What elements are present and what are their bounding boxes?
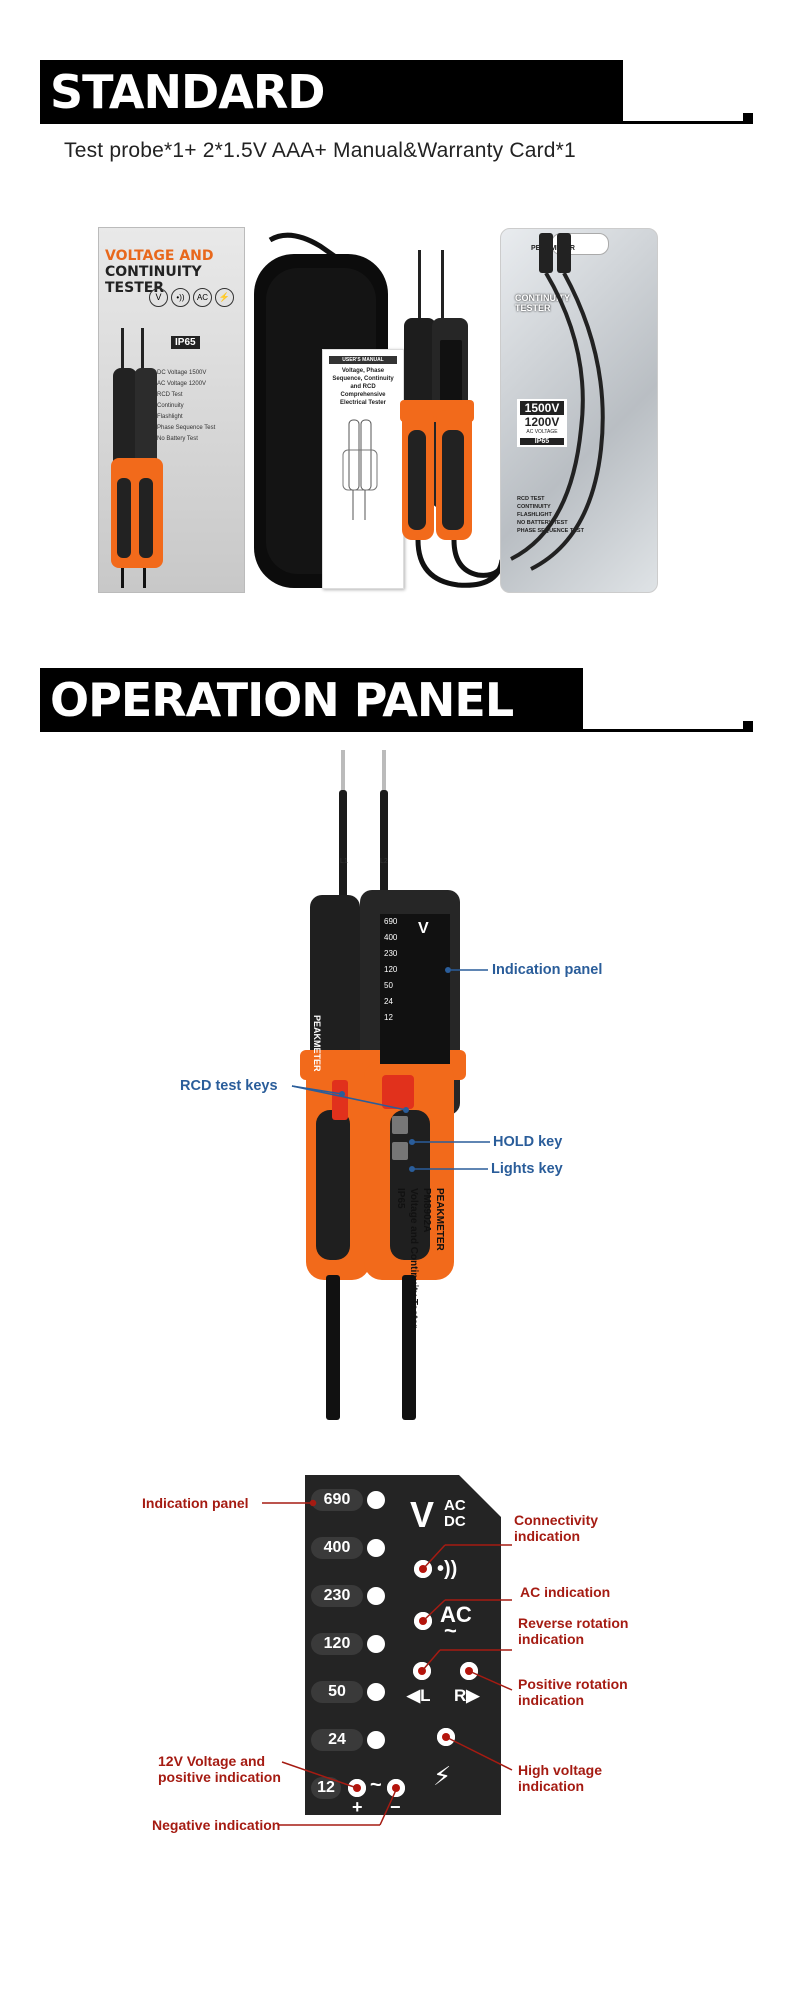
box-feature: DC Voltage 1500V <box>157 370 207 376</box>
blister-ac-label: AC VOLTAGE <box>526 429 558 435</box>
level-label: 690 <box>384 917 398 926</box>
plus-symbol: + <box>352 1797 363 1817</box>
box-title-line1: VOLTAGE AND <box>105 248 214 264</box>
test-probe-cables <box>510 233 605 571</box>
banner-rule <box>583 121 753 124</box>
continuity-icon: •)) <box>437 1558 458 1580</box>
level-pill-690: 690 <box>311 1489 363 1511</box>
blister-feature: PHASE SEQUENCE TEST <box>517 528 584 534</box>
box-feature: AC Voltage 1200V <box>157 381 207 387</box>
lightning-icon: ⚡ <box>215 288 234 307</box>
section-banner-standard-configuration: STANDARD CONFIGURATION <box>40 60 623 183</box>
tester-display-panel: 690 400 230 120 50 24 12 V <box>380 914 450 1064</box>
level-label: 50 <box>384 981 393 990</box>
level-led-400 <box>367 1539 385 1557</box>
level-pill-24: 24 <box>311 1729 363 1751</box>
callout-indication-panel: Indication panel <box>492 962 603 978</box>
probe-label-l1: L1 <box>340 858 348 865</box>
tilde-symbol: ~ <box>370 1774 382 1796</box>
level-label: 24 <box>384 997 393 1006</box>
minus-symbol: − <box>390 1797 401 1817</box>
lightning-icon: ⚡ <box>433 1762 452 1792</box>
level-label: 12 <box>384 1013 393 1022</box>
ac-tilde: ~ <box>444 1618 457 1643</box>
user-manual: USER'S MANUAL Voltage, Phase Sequence, C… <box>322 349 404 589</box>
ac-icon: AC <box>193 288 212 307</box>
box-feature: Flashlight <box>157 414 183 420</box>
panel-ac-top: AC <box>444 1497 466 1514</box>
label-negative: Negative indication <box>152 1817 281 1833</box>
callout-hold-key: HOLD key <box>493 1134 563 1150</box>
box-tester-image <box>111 328 163 588</box>
ac-wave-icon: AC <box>440 1602 472 1627</box>
level-label: 120 <box>384 965 398 974</box>
probe-label-l2: L2 <box>380 858 388 865</box>
blister-feature: FLASHLIGHT <box>517 512 552 518</box>
panel-v-symbol: V <box>410 1494 435 1535</box>
level-pill-120: 120 <box>311 1633 363 1655</box>
manual-title: Voltage, Phase Sequence, Continuity and … <box>332 368 394 406</box>
label-high-voltage: High voltage indication <box>518 1762 603 1794</box>
box-feature: Phase Sequence Test <box>157 425 216 431</box>
callout-rcd-test-keys: RCD test keys <box>180 1078 278 1094</box>
blister-feature: NO BATTERY TEST <box>517 520 568 526</box>
banner-rule <box>583 729 753 732</box>
box-feature: No Battery Test <box>157 436 198 442</box>
blister-pack: PEAKMETER CONTINUITY TESTER 1500V 1200V … <box>500 228 658 593</box>
box-icon-row: V •)) AC ⚡ <box>149 288 239 368</box>
label-connectivity: Connectivity indication <box>514 1512 599 1544</box>
section-banner-operation-panel: OPERATION PANEL <box>40 668 583 732</box>
continuity-icon: •)) <box>171 288 190 307</box>
section-title: OPERATION PANEL <box>50 673 514 727</box>
manual-header: USER'S MANUAL <box>329 356 397 364</box>
box-feature: Continuity <box>157 403 184 409</box>
manual-diagram <box>342 419 378 520</box>
panel-dc-bottom: DC <box>444 1513 466 1530</box>
label-reverse-rotation: Reverse rotation indication <box>518 1615 629 1647</box>
tester-photo <box>400 250 507 588</box>
level-pill-50: 50 <box>311 1681 363 1703</box>
package-contents-text: Test probe*1+ 2*1.5V AAA+ Manual&Warrant… <box>64 139 576 162</box>
label-twelve-volt: 12V Voltage and positive indication <box>158 1753 281 1785</box>
level-led-690 <box>367 1491 385 1509</box>
level-led-120 <box>367 1635 385 1653</box>
box-rating-badge: IP65 <box>171 336 200 349</box>
tester-v-symbol: V <box>418 920 429 937</box>
blister-ac-value: 1200V <box>524 415 560 429</box>
reverse-rotation-label: ◀L <box>407 1686 431 1705</box>
level-pill-12: 12 <box>311 1777 341 1799</box>
blister-feature-list: RCD TEST CONTINUITY FLASHLIGHT NO BATTER… <box>517 495 584 535</box>
label-ac: AC indication <box>520 1584 611 1600</box>
panel-acdc-label: AC DC <box>444 1498 466 1530</box>
level-led-230 <box>367 1587 385 1605</box>
blister-rating: IP65 <box>520 438 564 445</box>
label-indication-panel: Indication panel <box>142 1495 249 1511</box>
level-led-24 <box>367 1731 385 1749</box>
level-pill-230: 230 <box>311 1585 363 1607</box>
label-positive-rotation: Positive rotation indication <box>518 1676 628 1708</box>
product-box: VOLTAGE AND CONTINUITY TESTER V •)) AC ⚡… <box>98 227 245 593</box>
level-label: 230 <box>384 949 398 958</box>
blister-feature: CONTINUITY <box>517 504 551 510</box>
box-feature-list: DC Voltage 1500V AC Voltage 1200V RCD Te… <box>157 368 241 445</box>
positive-rotation-label: R▶ <box>454 1686 480 1705</box>
blister-title: CONTINUITY TESTER <box>515 293 570 313</box>
banner-square <box>743 113 753 123</box>
blister-feature: RCD TEST <box>517 496 545 502</box>
blister-spec-card: 1500V 1200V AC VOLTAGE IP65 <box>517 399 567 447</box>
callout-lights-key: Lights key <box>491 1161 563 1177</box>
blister-dc-value: 1500V <box>520 401 564 415</box>
level-led-50 <box>367 1683 385 1701</box>
section-title: STANDARD CONFIGURATION <box>50 65 467 183</box>
banner-square <box>743 721 753 731</box>
level-label: 400 <box>384 933 398 942</box>
negative-led <box>387 1779 405 1797</box>
voltage-icon: V <box>149 288 168 307</box>
level-pill-400: 400 <box>311 1537 363 1559</box>
box-feature: RCD Test <box>157 392 183 398</box>
